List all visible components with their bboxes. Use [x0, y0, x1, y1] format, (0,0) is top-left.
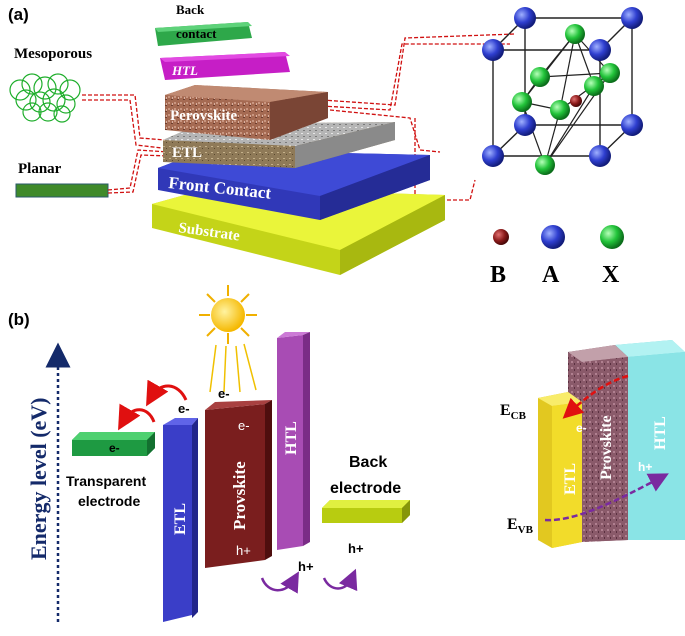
htl-bar: HTL [277, 332, 310, 550]
crystal-legend: B A X [490, 225, 624, 288]
legend-b: B [490, 262, 506, 288]
b-atom-icon [493, 229, 509, 245]
inset-etl-text: ETL [562, 463, 579, 495]
inset-hole-arrow [544, 473, 669, 522]
light-rays [209, 343, 257, 393]
x-atom-icon [600, 225, 624, 249]
back-electrode-text-1: Back [349, 454, 387, 471]
provskite-bar: e- Provskite h+ [205, 400, 272, 568]
inset-provskite-text: Provskite [598, 415, 615, 480]
ecb-label: ECB [500, 402, 527, 422]
crystal-atoms [482, 7, 643, 175]
legend-a: A [542, 262, 560, 288]
inset-electron-label: e- [576, 421, 587, 435]
inset-electron-arrow [562, 374, 629, 419]
evb-label: EVB [507, 516, 534, 536]
panel-a-label: (a) [8, 5, 29, 24]
electron-arrow-electrode [118, 403, 156, 431]
back-electrode-text-2: electrode [330, 480, 401, 497]
mesoporous-circles [9, 73, 81, 123]
substrate-layer: Substrate [152, 188, 445, 275]
energy-axis-label: Energy level (eV) [26, 398, 51, 561]
planar-layer [15, 183, 109, 198]
back-contact-text-2: contact [176, 26, 217, 41]
mesoporous-label: Mesoporous [14, 46, 92, 62]
inset-htl-text: HTL [652, 416, 669, 450]
planar-label: Planar [18, 161, 62, 177]
back-contact-text-1: Back [176, 2, 205, 17]
inset-band-diagram: ETL Provskite HTL e- h+ [538, 340, 685, 548]
perovskite-text: Perovskite [170, 108, 238, 124]
panel-b-label: (b) [8, 310, 30, 329]
a-atom-icon [541, 225, 565, 249]
transparent-electrode-text-1: Transparent [66, 473, 146, 489]
provskite-hole-label: h+ [236, 543, 251, 558]
crystal-cube [492, 17, 633, 166]
htl-layer: HTL [160, 52, 290, 80]
transparent-electrode-bar: e- [72, 432, 155, 456]
etl-electron-label: e- [178, 401, 190, 416]
etl-bar: ETL [163, 418, 198, 622]
htl-bar-text: HTL [283, 421, 300, 455]
htl-text: HTL [171, 63, 198, 78]
electron-arrow-etl [146, 379, 188, 407]
transparent-electron-label: e- [109, 441, 120, 455]
provskite-top-electron: e- [218, 386, 230, 401]
htl-hole-label: h+ [298, 559, 314, 574]
sun-icon [199, 285, 257, 344]
back-electrode-hole-label: h+ [348, 541, 364, 556]
legend-x: X [602, 262, 620, 288]
perovskite-layer: Perovskite [165, 85, 328, 140]
back-contact-layer: Back contact [155, 2, 252, 46]
hole-arrow-htl [260, 571, 299, 594]
provskite-electron-label: e- [238, 418, 250, 433]
transparent-electrode-text-2: electrode [78, 493, 140, 509]
etl-bar-text: ETL [172, 503, 189, 535]
provskite-bar-text: Provskite [230, 461, 249, 530]
etl-text: ETL [172, 145, 202, 161]
back-electrode-bar [322, 500, 410, 523]
inset-hole-label: h+ [638, 460, 652, 474]
hole-arrow-back [322, 568, 358, 592]
